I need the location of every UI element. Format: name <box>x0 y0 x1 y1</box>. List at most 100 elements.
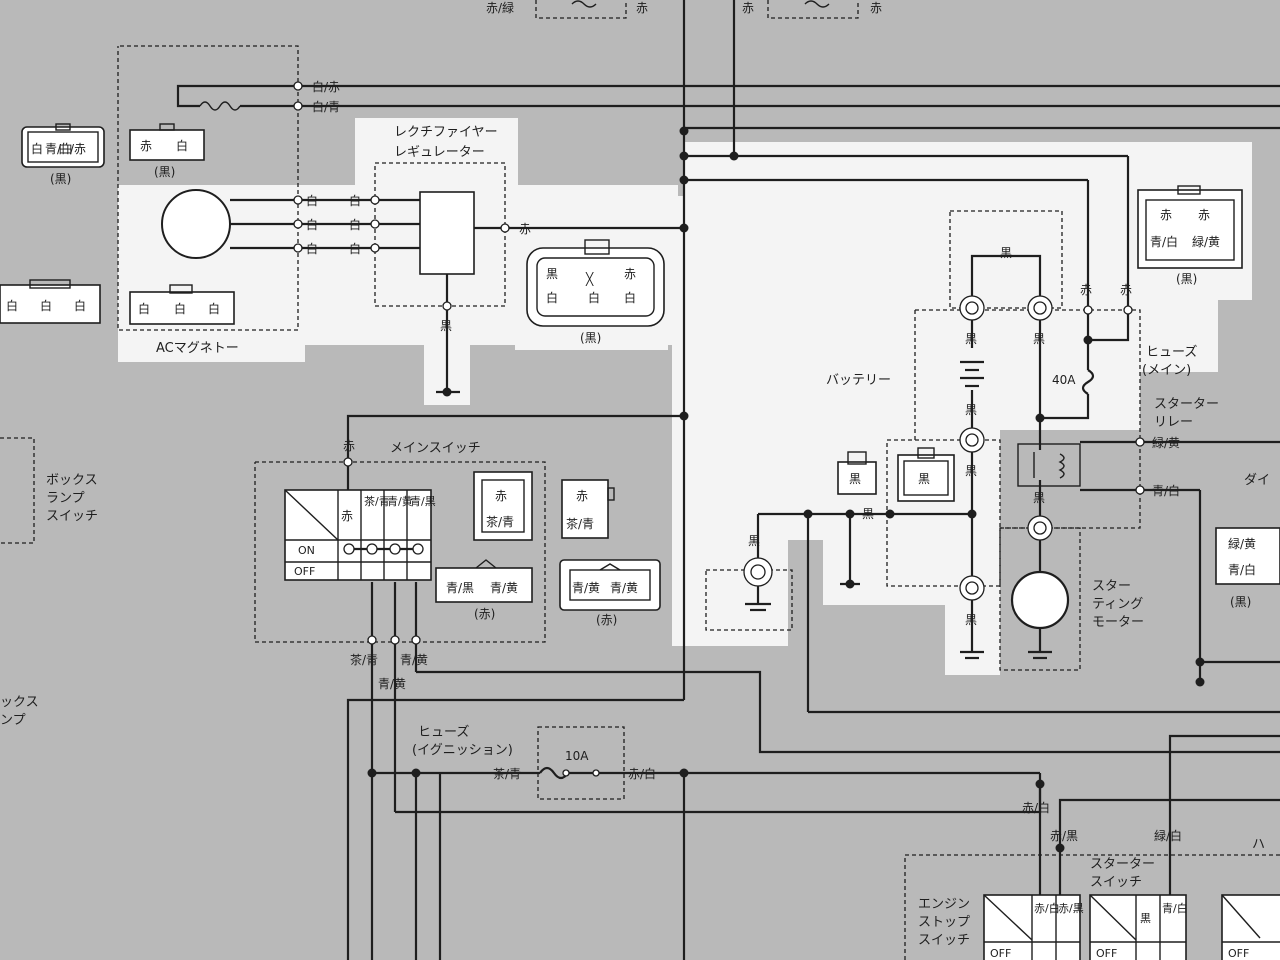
svg-text:黒: 黒 <box>965 332 977 346</box>
svg-text:赤/緑: 赤/緑 <box>486 0 514 15</box>
svg-text:緑/黄: 緑/黄 <box>1228 536 1256 551</box>
engine-stop-switch-table <box>983 894 1081 960</box>
svg-text:白/赤: 白/赤 <box>312 79 340 94</box>
svg-text:黒: 黒 <box>1000 246 1012 260</box>
svg-text:白: 白 <box>74 298 86 313</box>
svg-text:青/黄: 青/黄 <box>378 677 406 691</box>
svg-text:白: 白 <box>349 241 361 256</box>
wires <box>176 0 1280 960</box>
svg-text:赤: 赤 <box>624 267 636 281</box>
svg-text:黒: 黒 <box>849 472 861 486</box>
svg-text:10A: 10A <box>565 749 589 763</box>
svg-text:白/赤: 白/赤 <box>58 141 86 156</box>
connector-black-battery <box>897 447 955 502</box>
svg-text:白: 白 <box>31 141 43 156</box>
svg-text:黒: 黒 <box>546 267 558 281</box>
connector-pins <box>293 81 1145 645</box>
svg-text:(黒): (黒) <box>1176 272 1197 286</box>
svg-text:緑/白: 緑/白 <box>1154 828 1182 843</box>
svg-text:赤: 赤 <box>519 222 531 236</box>
svg-text:緑/黄: 緑/黄 <box>1152 435 1180 450</box>
svg-text:茶/青: 茶/青 <box>350 652 378 667</box>
svg-text:赤: 赤 <box>495 489 507 503</box>
svg-text:赤/白: 赤/白 <box>1022 800 1050 815</box>
svg-text:白: 白 <box>624 290 636 305</box>
svg-text:ックス: ックス <box>0 695 39 710</box>
svg-text:メインスイッチ: メインスイッチ <box>390 441 481 456</box>
svg-text:緑/黄: 緑/黄 <box>1192 234 1220 249</box>
svg-text:OFF: OFF <box>1096 947 1117 960</box>
svg-text:モーター: モーター <box>1092 615 1144 630</box>
connector-red-brown <box>473 471 533 541</box>
svg-text:ダイ: ダイ <box>1244 473 1270 488</box>
svg-text:青/白: 青/白 <box>1228 562 1256 577</box>
svg-text:(赤): (赤) <box>596 613 617 627</box>
svg-text:ハ: ハ <box>1252 837 1265 852</box>
svg-text:ティング: ティング <box>1092 597 1143 612</box>
svg-text:スターター: スターター <box>1090 857 1155 872</box>
svg-text:赤: 赤 <box>343 439 355 453</box>
fuses <box>199 0 1095 780</box>
svg-text:赤/白: 赤/白 <box>1034 901 1060 915</box>
connector-red-brown-small <box>561 479 615 539</box>
svg-text:ヒューズ: ヒューズ <box>1146 344 1197 360</box>
svg-text:(メイン): (メイン) <box>1142 363 1191 378</box>
main-switch-table <box>284 489 432 581</box>
svg-text:茶/青: 茶/青 <box>566 516 594 531</box>
starter-switch-table <box>1089 894 1187 960</box>
connector-white-blue-red <box>21 123 105 168</box>
svg-text:黒: 黒 <box>748 534 760 548</box>
svg-text:白: 白 <box>6 298 18 313</box>
starting-motor-symbol <box>1010 570 1070 630</box>
svg-text:ON: ON <box>298 544 315 557</box>
connector-blue-black-red <box>435 559 533 603</box>
svg-text:エンジン: エンジン <box>918 897 970 912</box>
svg-text:赤: 赤 <box>140 139 152 153</box>
switch-table-labels: 赤 茶/青 青/黄 青/黒 ON OFF 赤/白 赤/黒 OFF 黒 青/白 O… <box>294 494 1249 960</box>
svg-text:白: 白 <box>349 217 361 232</box>
svg-text:黒: 黒 <box>1033 332 1045 346</box>
svg-text:(イグニッション): (イグニッション) <box>412 743 513 758</box>
svg-text:白: 白 <box>40 298 52 313</box>
svg-text:白: 白 <box>176 138 188 153</box>
svg-text:白: 白 <box>138 301 150 316</box>
connector-green-blue-right <box>1215 527 1280 585</box>
svg-text:白/青: 白/青 <box>312 99 340 114</box>
component-names: レクチファイヤー レギュレーター ACマグネトー メインスイッチ バッテリー ヒ… <box>0 125 1270 948</box>
svg-text:茶/青: 茶/青 <box>493 766 521 781</box>
connector-black-small <box>837 451 877 495</box>
svg-text:スターター: スターター <box>1154 397 1219 412</box>
svg-text:白: 白 <box>588 290 600 305</box>
svg-text:赤: 赤 <box>870 1 882 15</box>
svg-text:白: 白 <box>349 193 361 208</box>
svg-text:青/白: 青/白 <box>1152 483 1180 498</box>
svg-text:黒: 黒 <box>862 507 874 521</box>
svg-text:白: 白 <box>208 301 220 316</box>
svg-text:青/白: 青/白 <box>1150 234 1178 249</box>
svg-text:黒: 黒 <box>1140 912 1151 925</box>
svg-text:レギュレーター: レギュレーター <box>394 145 485 160</box>
svg-text:茶/青: 茶/青 <box>364 495 390 508</box>
svg-text:レクチファイヤー: レクチファイヤー <box>394 125 498 140</box>
svg-text:赤: 赤 <box>742 1 754 15</box>
svg-text:青/黒: 青/黒 <box>446 581 474 595</box>
svg-text:白: 白 <box>546 290 558 305</box>
svg-text:(黒): (黒) <box>1230 595 1251 609</box>
connector-red-white <box>129 123 205 161</box>
connector-red-red-blue-green <box>1137 185 1243 269</box>
svg-text:ヒューズ: ヒューズ <box>418 724 469 740</box>
svg-text:黒: 黒 <box>1033 491 1045 505</box>
svg-text:(黒): (黒) <box>580 331 601 345</box>
svg-text:スイッチ: スイッチ <box>1090 875 1142 890</box>
svg-text:黒: 黒 <box>965 464 977 478</box>
svg-text:(黒): (黒) <box>50 172 71 186</box>
svg-text:茶/青: 茶/青 <box>486 514 514 529</box>
svg-text:バッテリー: バッテリー <box>826 373 891 388</box>
svg-text:(黒): (黒) <box>154 165 175 179</box>
edge-switch-table <box>1221 894 1280 960</box>
svg-text:赤: 赤 <box>1198 208 1210 222</box>
svg-text:40A: 40A <box>1052 373 1076 387</box>
svg-text:リレー: リレー <box>1154 415 1193 430</box>
